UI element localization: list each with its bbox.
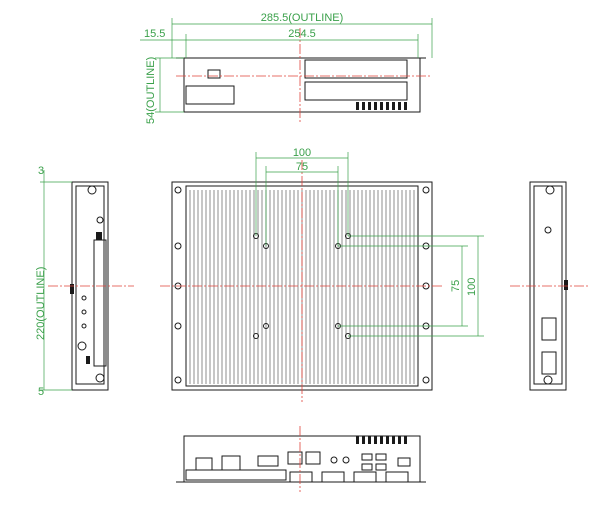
top-elevation-view: 285.5(OUTLINE) 254.5 15.5 54(OUTLINE) (140, 12, 433, 124)
left-side-view: 3 5 220(OUTLINE) (35, 165, 134, 398)
depth-label: 220(OUTLINE) (35, 267, 47, 340)
serial-port-3 (321, 471, 345, 483)
fins-bottom (356, 436, 407, 444)
side-offset-label: 15.5 (144, 28, 165, 40)
overall-width-label: 285.5(OUTLINE) (261, 12, 344, 24)
bottom-margin-label: 5 (38, 386, 44, 398)
io-panel-view (176, 426, 426, 492)
fins-top (356, 102, 407, 110)
mount-width-label: 254.5 (288, 28, 316, 40)
hdmi-port (397, 457, 411, 467)
power-terminal (195, 457, 213, 471)
lan-port-2 (305, 451, 321, 465)
usb-port-3 (361, 463, 373, 471)
dio-connector (185, 469, 287, 481)
right-side-view (510, 181, 590, 391)
dvi-port (221, 455, 241, 471)
vesa-outer-v-label: 100 (466, 278, 478, 296)
top-margin-label: 3 (38, 165, 44, 177)
vesa-inner-v-label: 75 (450, 280, 462, 292)
usb-port-4 (375, 463, 387, 471)
usb-port-2 (375, 453, 387, 461)
vesa-outer-h-label: 100 (293, 147, 311, 159)
serial-port-5 (385, 471, 409, 483)
vesa-inner-h-label: 75 (296, 161, 308, 173)
usb-port-1 (361, 453, 373, 461)
plan-view: 100 75 75 100 (160, 147, 484, 402)
serial-port-4 (353, 471, 377, 483)
serial-port-1 (257, 455, 279, 467)
lan-port-1 (287, 451, 303, 465)
serial-port-2 (289, 471, 313, 483)
height-label: 54(OUTLINE) (145, 57, 157, 124)
heatsink-fins (189, 190, 415, 384)
